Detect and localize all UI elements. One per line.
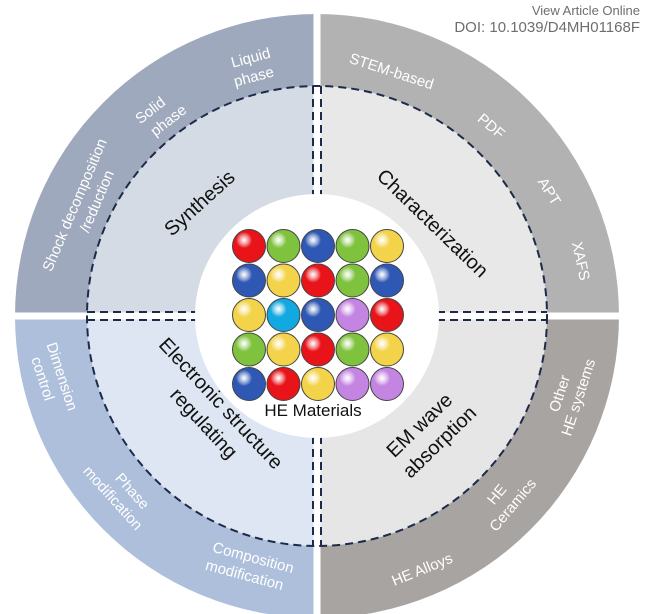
- ball-green-r1-c3: [335, 263, 370, 298]
- ball-yellow-r3-c4: [370, 332, 404, 367]
- inner-dashed-ring: [86, 85, 548, 547]
- ball-red-r1-c2: [301, 263, 335, 298]
- ball-yellow-r0-c4: [370, 229, 404, 263]
- ball-blue-r0-c2: [301, 229, 335, 263]
- ball-cyan-r2-c1: [266, 298, 301, 332]
- ball-blue-r1-c0: [232, 263, 266, 298]
- element-ball-grid: [232, 229, 404, 401]
- ball-violet-r4-c3: [335, 367, 370, 401]
- ball-red-r3-c2: [301, 332, 335, 367]
- ball-red-r2-c4: [370, 298, 404, 332]
- ball-green-r0-c1: [266, 229, 301, 263]
- ball-violet-r2-c3: [335, 298, 370, 332]
- ball-green-r3-c3: [335, 332, 370, 367]
- ball-green-r3-c0: [232, 332, 266, 367]
- center-label: HE Materials: [264, 401, 361, 420]
- doi-text: DOI: 10.1039/D4MH01168F: [454, 19, 640, 36]
- ball-blue-r4-c0: [232, 367, 266, 401]
- view-article-online-link[interactable]: View Article Online: [531, 3, 640, 18]
- ball-blue-r2-c2: [301, 298, 335, 332]
- ball-yellow-r3-c1: [266, 332, 301, 367]
- ball-yellow-r2-c0: [232, 298, 266, 332]
- article-header: View Article Online DOI: 10.1039/D4MH011…: [454, 2, 640, 36]
- ball-red-r4-c1: [266, 367, 301, 401]
- ball-blue-r1-c4: [370, 263, 404, 298]
- ball-violet-r4-c4: [370, 367, 404, 401]
- ball-red-r0-c0: [232, 229, 266, 263]
- ball-green-r0-c3: [335, 229, 370, 263]
- ball-yellow-r1-c1: [266, 263, 301, 298]
- ball-yellow-r4-c2: [301, 367, 335, 401]
